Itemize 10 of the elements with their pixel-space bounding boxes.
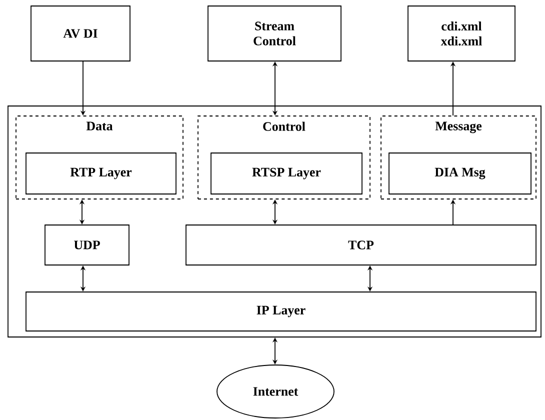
layer-box: cdi.xml xdi.xml	[408, 6, 516, 62]
layer-box: RTSP Layer	[210, 152, 362, 194]
layer-box: RTP Layer	[26, 152, 176, 194]
stack-frame	[8, 106, 542, 338]
layer-box: UDP	[44, 224, 130, 266]
layer-box: Stream Control	[208, 6, 342, 62]
layer-box: DIA Msg	[388, 152, 532, 194]
layer-box: AV DI	[30, 6, 130, 62]
layer-box: IP Layer	[26, 292, 536, 332]
layer-box: TCP	[186, 224, 536, 266]
